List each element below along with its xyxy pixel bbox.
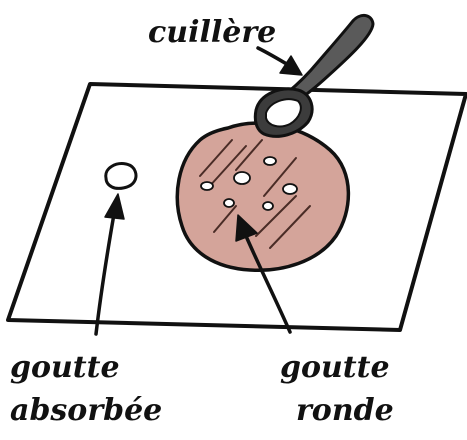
round-drop: [177, 123, 348, 270]
absorbed-drop-label-line2: absorbée: [10, 393, 162, 428]
spoon-handle: [288, 15, 373, 100]
absorbed-drop-label-line1: goutte: [10, 350, 120, 385]
arrow-spoon-shaft: [258, 48, 290, 66]
absorbed-drop: [106, 164, 136, 189]
arrow-spoon-head: [280, 56, 302, 75]
spoon-label: cuillère: [148, 15, 276, 50]
round-drop-label-line2: ronde: [296, 393, 394, 428]
round-drop-label-line1: goutte: [280, 350, 390, 385]
